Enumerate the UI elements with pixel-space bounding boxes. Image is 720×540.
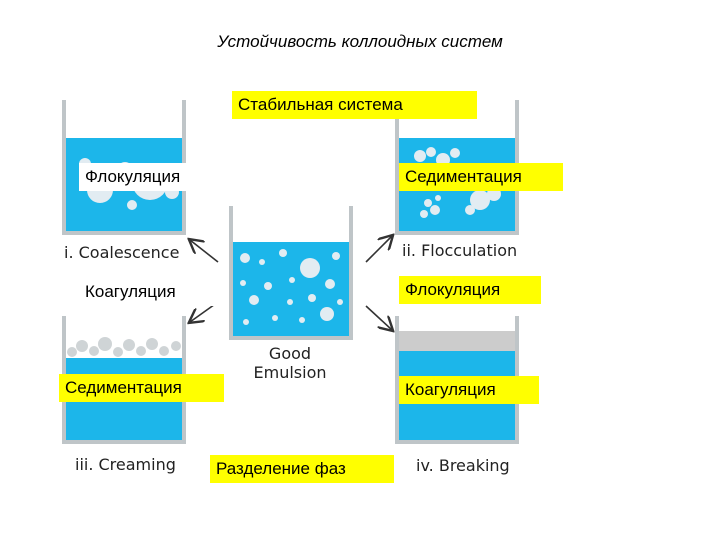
caption-breaking: iv. Breaking [416, 456, 510, 475]
label-bottom-left-sedimentation: Седиментация [59, 374, 224, 402]
caption-flocculation: ii. Flocculation [402, 241, 518, 260]
arrow-to-coalescence [190, 240, 219, 263]
water-fill [231, 242, 351, 338]
arrow-to-flocculation [365, 236, 392, 263]
label-mid-right-flocculation: Флокуляция [399, 276, 541, 304]
caption-emulsion: Emulsion [253, 363, 327, 382]
label-mid-left-coagulation: Коагуляция [79, 278, 221, 306]
page-title: Устойчивость коллоидных систем [217, 32, 503, 51]
label-stable-system: Стабильная система [232, 91, 477, 119]
oil-layer [397, 331, 517, 351]
caption-coalescence: i. Coalescence [64, 243, 180, 262]
caption-good: Good [268, 344, 312, 363]
label-phase-separation: Разделение фаз [210, 455, 394, 483]
beaker-good-emulsion [229, 206, 353, 340]
arrow-to-breaking [365, 305, 392, 330]
caption-creaming: iii. Creaming [75, 455, 176, 474]
label-top-left-flocculation: Флокуляция [79, 163, 221, 191]
label-bottom-right-coagulation: Коагуляция [399, 376, 539, 404]
label-top-right-sedimentation: Седиментация [399, 163, 563, 191]
